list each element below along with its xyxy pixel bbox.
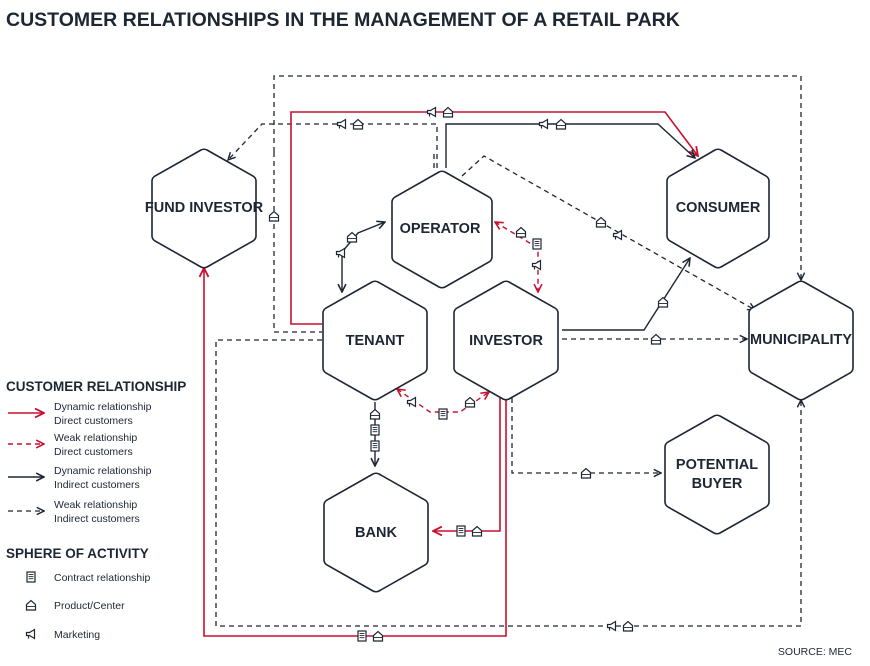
product-center-icon xyxy=(471,525,483,537)
contract-icon xyxy=(370,440,380,452)
legend-item-label: Indirect customers xyxy=(54,479,140,491)
product-center-icon xyxy=(369,408,381,420)
product-center-icon xyxy=(346,231,358,243)
node-investor: INVESTOR xyxy=(453,280,559,401)
legend-item-label: Weak relationship xyxy=(54,499,137,511)
node-label-investor: INVESTOR xyxy=(469,333,543,349)
node-municipality: MUNICIPALITY xyxy=(748,280,854,401)
product-center-icon xyxy=(442,106,454,118)
source-note: SOURCE: MEC xyxy=(778,646,853,658)
marketing-icon xyxy=(406,396,417,408)
legend-item-label: Dynamic relationship xyxy=(54,401,152,413)
node-tenant: TENANT xyxy=(322,280,428,401)
edge-investor-potential-buyer xyxy=(511,398,661,473)
legend-sphere-label: Marketing xyxy=(54,629,100,641)
product-center-icon xyxy=(622,620,634,632)
edge-operator-municipality xyxy=(461,155,755,310)
contract-icon xyxy=(26,571,36,583)
marketing-icon xyxy=(606,620,617,632)
product-center-icon xyxy=(268,210,280,222)
node-bank: BANK xyxy=(323,472,429,593)
contract-icon xyxy=(370,424,380,436)
product-center-icon xyxy=(25,599,37,611)
product-center-icon xyxy=(515,226,527,238)
node-label-fund-investor: FUND INVESTOR xyxy=(145,200,264,216)
node-label-operator: OPERATOR xyxy=(400,221,481,237)
contract-icon xyxy=(357,630,367,642)
legend-item-label: Dynamic relationship xyxy=(54,465,152,477)
marketing-icon xyxy=(531,259,542,271)
product-center-icon xyxy=(657,296,669,308)
contract-icon xyxy=(532,238,542,250)
node-label-tenant: TENANT xyxy=(346,333,405,349)
node-label-consumer: CONSUMER xyxy=(676,200,761,216)
marketing-icon xyxy=(538,118,549,130)
node-fund-investor: FUND INVESTOR xyxy=(145,148,264,269)
node-label-potential-buyer-line1: POTENTIAL xyxy=(676,457,758,473)
legend-item-label: Direct customers xyxy=(54,446,133,458)
marketing-icon xyxy=(336,118,347,130)
edge-operator-municipality-loop xyxy=(273,75,801,333)
edge-tenant-municipality xyxy=(215,339,801,627)
legend: CUSTOMER RELATIONSHIP Dynamic relationsh… xyxy=(6,379,186,641)
node-operator: OPERATOR xyxy=(391,170,493,289)
diagram-title: CUSTOMER RELATIONSHIPS IN THE MANAGEMENT… xyxy=(6,9,680,31)
node-label-bank: BANK xyxy=(355,525,397,541)
legend-heading-relationship: CUSTOMER RELATIONSHIP xyxy=(6,379,186,394)
edge-tenant-consumer xyxy=(290,111,698,325)
marketing-icon xyxy=(25,628,36,640)
edge-investor-consumer xyxy=(562,258,690,331)
edge-investor-bank xyxy=(433,398,501,531)
marketing-icon xyxy=(335,247,346,259)
marketing-icon xyxy=(426,106,437,118)
product-center-icon xyxy=(555,118,567,130)
node-consumer: CONSUMER xyxy=(666,148,770,269)
legend-item-label: Indirect customers xyxy=(54,513,140,525)
contract-icon xyxy=(456,525,466,537)
node-label-municipality: MUNICIPALITY xyxy=(750,332,852,348)
edge-investor-fund-investor xyxy=(204,268,507,637)
node-label-potential-buyer-line2: BUYER xyxy=(692,476,743,492)
edge-operator-consumer xyxy=(445,123,695,168)
legend-sphere-label: Product/Center xyxy=(54,600,125,612)
product-center-icon xyxy=(595,216,607,228)
product-center-icon xyxy=(580,467,592,479)
product-center-icon xyxy=(650,333,662,345)
edge-operator-fund-investor xyxy=(228,123,438,168)
product-center-icon xyxy=(464,396,476,408)
product-center-icon xyxy=(352,118,364,130)
legend-item-label: Direct customers xyxy=(54,415,133,427)
product-center-icon xyxy=(372,630,384,642)
legend-sphere-label: Contract relationship xyxy=(54,572,150,584)
node-potential-buyer: POTENTIAL BUYER xyxy=(664,414,770,535)
contract-icon xyxy=(438,408,448,420)
legend-heading-sphere: SPHERE OF ACTIVITY xyxy=(6,546,149,561)
legend-item-label: Weak relationship xyxy=(54,432,137,444)
